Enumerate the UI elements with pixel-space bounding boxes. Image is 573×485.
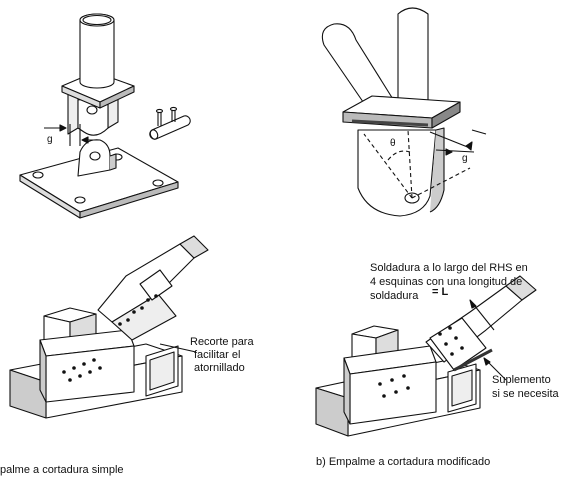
dim-g-left — [44, 124, 100, 146]
label-recorte-1: Recorte para — [190, 336, 254, 348]
angled-rhs-right — [425, 275, 537, 372]
label-soldadura-1: Soldadura a lo largo del RHS en — [370, 262, 528, 274]
bolts-left — [62, 294, 158, 382]
tilted-tube — [321, 23, 397, 113]
label-soldadura-3: soldadura — [370, 290, 419, 302]
caption-b: b) Empalme a cortadura modificado — [316, 456, 491, 468]
top-plate — [342, 95, 461, 129]
dim-g-right — [429, 129, 487, 156]
label-recorte-3: atornillado — [194, 362, 245, 374]
splice-plate-left — [39, 329, 135, 403]
top-left-assembly — [19, 13, 191, 219]
base-plate — [19, 147, 179, 219]
pin-and-bolts — [149, 106, 191, 140]
construction-lines — [363, 129, 471, 199]
angled-rhs-left — [97, 235, 209, 341]
leader-recorte — [159, 343, 197, 353]
base-lug — [77, 139, 117, 177]
leader-lines-right — [469, 299, 507, 381]
label-g-left: g — [47, 134, 53, 145]
label-recorte-2: facilitar el — [194, 349, 241, 361]
label-theta: θ — [390, 138, 396, 149]
label-g-right: g — [462, 153, 468, 164]
label-suplemento-2: si se necesita — [492, 388, 559, 400]
caption-a: palme a cortadura simple — [0, 464, 124, 476]
bottom-right-assembly — [315, 275, 537, 437]
vertical-tube — [397, 7, 429, 109]
upper-tube-assembly — [61, 13, 135, 136]
top-right-assembly — [321, 7, 487, 217]
label-soldadura-2: 4 esquinas con una longitud de — [370, 276, 523, 288]
bottom-left-assembly — [9, 235, 209, 419]
label-soldadura-L: = L — [432, 286, 449, 298]
bolts-right — [378, 326, 464, 398]
top-gusset — [357, 127, 445, 217]
label-suplemento-1: Suplemento — [492, 374, 551, 386]
splice-plate-right — [343, 345, 437, 425]
